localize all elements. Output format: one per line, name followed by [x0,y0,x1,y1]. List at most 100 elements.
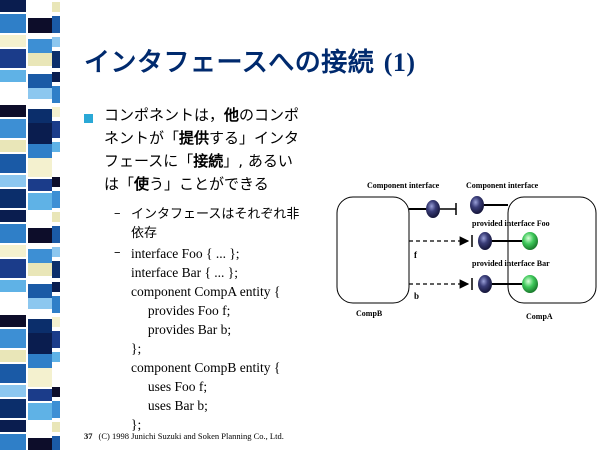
stripe-block [52,387,60,397]
stripe-block [0,399,26,418]
stripe-block [0,350,26,362]
bullet-line1-b: 他 [224,106,240,124]
title-japanese: インタフェースへの接続 [84,48,375,78]
bullet-line4-c: う」ことができる [149,175,269,193]
stripe-block [28,123,52,144]
stripe-block [28,18,52,33]
stripe-block [52,142,60,152]
stripe-block [52,352,60,362]
stripe-block [52,121,60,138]
title-number: (1) [383,48,416,77]
stripe-block [0,210,26,222]
code-line: provides Foo f; [131,303,231,318]
stripe-block [28,228,52,243]
stripe-block [0,14,26,33]
code-line: interface Foo { ... }; [131,246,240,261]
stripe-block [52,401,60,418]
sub-bullet-dash-1: – [114,206,121,221]
stripe-block [28,74,52,92]
label-provided-foo: provided interface Foo [472,219,550,228]
bullet-line1-c: のコンポ [239,106,300,124]
code-line: component CompA entity { [131,284,281,299]
label-compA: CompA [526,312,553,321]
stripe-block [52,16,60,33]
compA-box [507,196,597,304]
sub-bullet-1: インタフェースはそれぞれ非 依存 [131,205,299,243]
stripe-block [52,422,60,432]
footer-copyright: (C) 1998 Junichi Suzuki and Soken Planni… [98,431,284,441]
code-line: }; [131,341,142,356]
sub-bullet-1-line2: 依存 [131,226,158,241]
stripe-block [52,331,60,348]
stripe-block [28,424,52,434]
stripe-block [0,245,26,257]
stripe-block [0,49,26,68]
stripe-block [0,140,26,152]
stripe-block [0,0,26,12]
bullet-line2-a: ネントが「 [104,129,180,147]
stripe-block [28,284,52,302]
sub-bullet-1-line1: インタフェースはそれぞれ非 [131,207,300,222]
bullet-line3-b: 接続 [193,152,224,170]
stripe-block [0,329,26,348]
code-line: interface Bar { ... }; [131,265,239,280]
stripe-block [52,436,60,450]
bullet-line4-a: は「 [104,175,135,193]
stripe-block [52,177,60,187]
compA-interface-ball-icon [470,196,484,214]
stripe-block [0,385,26,397]
stripe-block [52,156,60,173]
stripe-block [0,420,26,432]
foo-navy-ball-icon [478,232,492,250]
stripe-block [28,4,52,14]
stripe-block [52,317,60,327]
stripe-block [52,282,60,292]
code-line: }; [131,417,142,432]
code-line: uses Bar b; [131,398,208,413]
stripe-block [52,2,60,12]
bar-green-ball-icon [522,275,538,293]
main-bullet-text: コンポネントは，他のコンポ ネントが「提供する」インタ フェースに「接続」, あ… [104,104,324,196]
stripe-block [0,189,26,208]
stripe-block [52,86,60,103]
stripe-block [52,72,60,82]
foo-green-ball-icon [522,232,538,250]
stripe-block [28,158,52,177]
stripe-block [28,144,52,158]
stripe-block [28,354,52,368]
label-compB: CompB [356,309,383,318]
stripe-block [28,389,52,401]
bullet-line3-c: 」, あるい [223,152,293,170]
label-provided-bar: provided interface Bar [472,259,550,268]
stripe-block [52,212,60,222]
stripe-block [0,434,26,450]
stripe-block [28,438,52,450]
stripe-block [52,261,60,278]
stripe-block [52,296,60,313]
idl-code-block: interface Foo { ... }; interface Bar { ..… [131,244,280,434]
stripe-block [28,368,52,387]
stripe-block [0,315,26,327]
stripe-block [52,226,60,243]
stripe-block [52,191,60,208]
footer: 37(C) 1998 Junichi Suzuki and Soken Plan… [84,431,284,441]
label-f: f [414,250,418,260]
stripe-block [28,403,52,420]
sub-bullet-dash-2: – [114,245,121,260]
stripe-block [0,119,26,138]
stripe-block [0,364,26,383]
stripe-block [52,51,60,68]
stripe-block [52,107,60,117]
stripe-block [0,105,26,117]
bullet-square-icon [84,114,93,123]
decorative-stripe [0,0,64,450]
stripe-block [0,84,26,103]
stripe-block [28,214,52,224]
stripe-block [28,179,52,191]
bullet-line2-c: する」インタ [209,129,300,147]
compB-interface-ball-icon [426,200,440,218]
stripe-block [52,37,60,47]
label-b: b [414,291,419,301]
